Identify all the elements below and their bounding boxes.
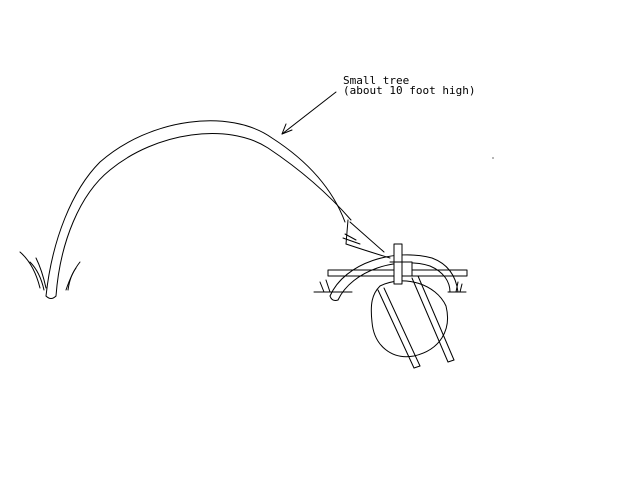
support-stakes <box>377 275 455 369</box>
snare-cord <box>342 219 391 259</box>
annotation-label-height: (about 10 foot high) <box>343 84 476 97</box>
stray-dot <box>492 157 494 159</box>
grass-tuft-left <box>19 251 81 291</box>
ground-line <box>313 279 467 293</box>
rock <box>370 280 448 358</box>
trigger-catch <box>401 261 413 277</box>
annotation-label-title: Small tree <box>343 74 410 87</box>
annotation-arrow <box>281 91 337 135</box>
bent-small-tree <box>45 120 352 299</box>
